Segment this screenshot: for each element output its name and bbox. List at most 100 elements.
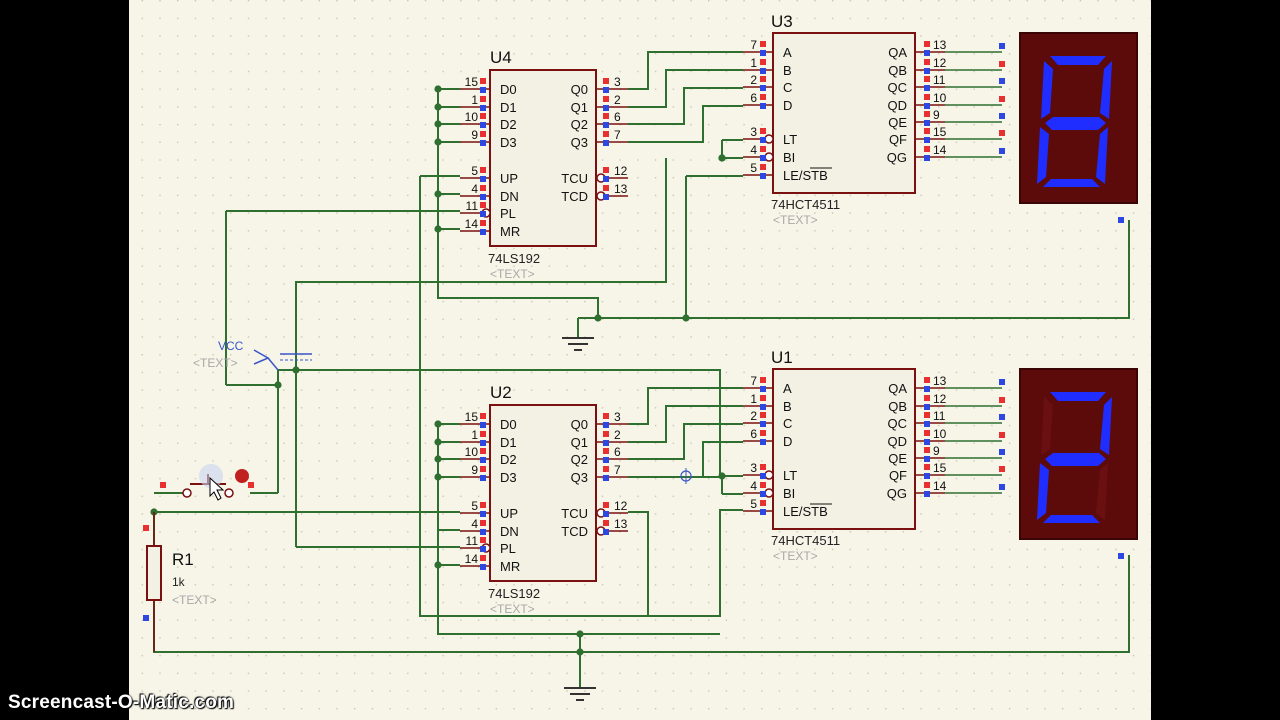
pin-name-qg: QG — [887, 150, 907, 165]
pin-marker — [248, 482, 254, 488]
chip-body[interactable] — [772, 32, 916, 194]
pin-number: 1 — [750, 56, 757, 70]
pin-marker — [603, 87, 609, 93]
seven-segment-display-2[interactable] — [1019, 368, 1138, 559]
junction-dot — [434, 103, 442, 111]
pin-number: 6 — [750, 91, 757, 105]
pin-marker — [924, 377, 930, 383]
pin-number: 6 — [614, 110, 621, 124]
pin-name-qc: QC — [888, 80, 908, 95]
resistor-body[interactable] — [146, 545, 162, 601]
pin-marker — [999, 113, 1005, 119]
pin-marker — [480, 413, 486, 419]
pin-marker — [924, 85, 930, 91]
segment-a — [1050, 56, 1106, 65]
pin-marker — [480, 448, 486, 454]
pin-marker — [760, 395, 766, 401]
pin-marker — [760, 146, 766, 152]
pin-marker — [999, 61, 1005, 67]
pin-name-q0: Q0 — [571, 417, 588, 432]
pin-marker — [999, 449, 1005, 455]
pin-marker — [603, 413, 609, 419]
pin-marker — [760, 421, 766, 427]
pin-name-qg: QG — [887, 486, 907, 501]
pin-number: 3 — [750, 461, 757, 475]
pin-number: 7 — [614, 128, 621, 142]
pin-marker — [480, 78, 486, 84]
seven-segment-display-1[interactable] — [1019, 32, 1138, 223]
pin-marker — [480, 537, 486, 543]
pin-marker — [924, 430, 930, 436]
pin-marker — [999, 379, 1005, 385]
pin-marker — [924, 50, 930, 56]
pin-number: 11 — [933, 73, 946, 87]
junction-dot — [434, 438, 442, 446]
pin-marker — [999, 414, 1005, 420]
pin-number: 2 — [750, 73, 757, 87]
pin-marker — [760, 164, 766, 170]
pin-name-a: A — [783, 381, 792, 396]
pin-name-q2: Q2 — [571, 452, 588, 467]
pin-marker — [603, 448, 609, 454]
pin-name-qd: QD — [888, 98, 908, 113]
pin-number: 13 — [614, 517, 628, 531]
pin-number: 7 — [614, 463, 621, 477]
pin-number: 15 — [465, 75, 479, 89]
pin-marker — [603, 113, 609, 119]
wire — [295, 158, 667, 370]
button-contact — [182, 488, 192, 498]
pin-marker — [760, 85, 766, 91]
pin-marker — [1118, 217, 1124, 223]
vcc-label: VCC — [218, 339, 244, 353]
chip-body[interactable] — [772, 368, 916, 530]
pin-marker — [480, 457, 486, 463]
pin-number: 14 — [933, 479, 947, 493]
pin-marker — [480, 546, 486, 552]
pin-number: 2 — [614, 428, 621, 442]
junction-dot — [434, 138, 442, 146]
chip-designator: U3 — [771, 12, 793, 31]
inversion-bubble — [764, 470, 774, 480]
pin-marker — [924, 395, 930, 401]
pin-number: 5 — [750, 161, 757, 175]
pin-marker — [160, 482, 166, 488]
pin-marker — [480, 202, 486, 208]
watermark-text: Screencast-O-Matic.com — [8, 692, 235, 713]
probe-marker — [680, 468, 692, 484]
chip-body[interactable] — [489, 404, 597, 582]
pin-name-b: B — [783, 399, 792, 414]
junction-dot — [434, 473, 442, 481]
pin-marker — [603, 457, 609, 463]
chip-body[interactable] — [489, 69, 597, 247]
pin-name-tcd: TCD — [561, 189, 588, 204]
pin-name-a: A — [783, 45, 792, 60]
wire — [578, 220, 1130, 319]
pin-marker — [760, 173, 766, 179]
pin-number: 13 — [933, 374, 947, 388]
segment-c — [1096, 463, 1108, 520]
pin-marker — [760, 386, 766, 392]
pin-marker — [603, 140, 609, 146]
pin-name-dn: DN — [500, 524, 519, 539]
chip-part-number: 74HCT4511 — [771, 197, 840, 212]
pin-name-tcu: TCU — [561, 171, 588, 186]
vcc-terminal[interactable]: VCC<TEXT> — [193, 339, 312, 371]
junction-dot — [434, 85, 442, 93]
push-button[interactable] — [154, 464, 254, 501]
pin-marker — [480, 466, 486, 472]
pin-number: 11 — [466, 534, 479, 548]
pin-marker — [603, 185, 609, 191]
pin-name-tcd: TCD — [561, 524, 588, 539]
pin-marker — [480, 431, 486, 437]
pin-number: 3 — [614, 410, 621, 424]
segment-e — [1037, 127, 1049, 184]
pin-name-qd: QD — [888, 434, 908, 449]
pin-name-pl: PL — [500, 206, 516, 221]
pin-number: 7 — [750, 374, 757, 388]
